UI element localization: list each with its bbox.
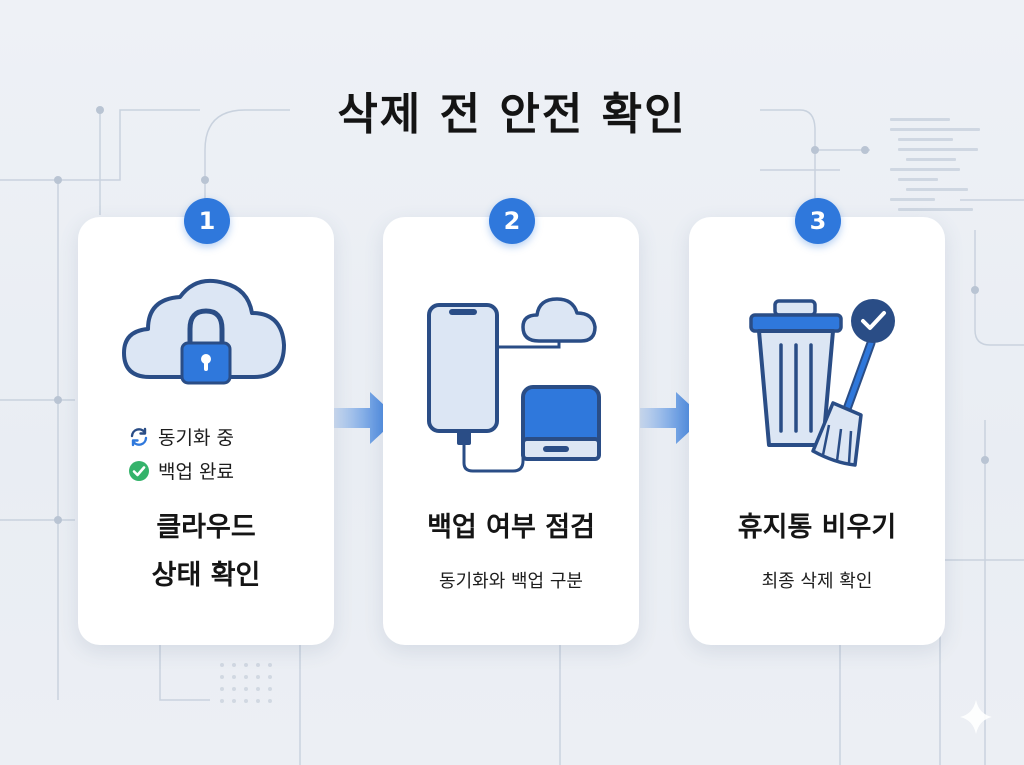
status-syncing: 동기화 중 <box>128 423 234 450</box>
check-circle-icon <box>129 460 149 481</box>
trash-broom-check-icon <box>749 299 895 467</box>
step-3-card: 휴지통 비우기 최종 삭제 확인 <box>689 217 945 645</box>
status-syncing-label: 동기화 중 <box>158 427 234 449</box>
step-2-badge: 2 <box>489 198 535 244</box>
step-1-card: 동기화 중 백업 완료 클라우드 상태 확인 <box>78 217 334 645</box>
page-title: 삭제 전 안전 확인 <box>337 89 687 140</box>
step-1-title-line-1: 클라우드 <box>156 512 256 543</box>
arrow-right-icon <box>334 392 398 444</box>
step-2-title: 백업 여부 점검 <box>427 512 595 543</box>
sync-icon <box>130 427 148 446</box>
step-2-card: 백업 여부 점검 동기화와 백업 구분 <box>383 217 639 645</box>
cloud-lock-icon <box>122 278 286 385</box>
phone-cloud-drive-icon <box>427 297 601 473</box>
step-1-title-line-2: 상태 확인 <box>151 560 261 591</box>
step-3-subtitle: 최종 삭제 확인 <box>761 571 873 592</box>
status-backup-done-label: 백업 완료 <box>158 461 234 483</box>
step-2-subtitle: 동기화와 백업 구분 <box>439 571 583 592</box>
step-3-title: 휴지통 비우기 <box>737 512 897 543</box>
arrow-right-icon <box>640 392 704 444</box>
step-1-badge: 1 <box>184 198 230 244</box>
step-3-badge: 3 <box>795 198 841 244</box>
status-backup-done: 백업 완료 <box>128 457 234 484</box>
